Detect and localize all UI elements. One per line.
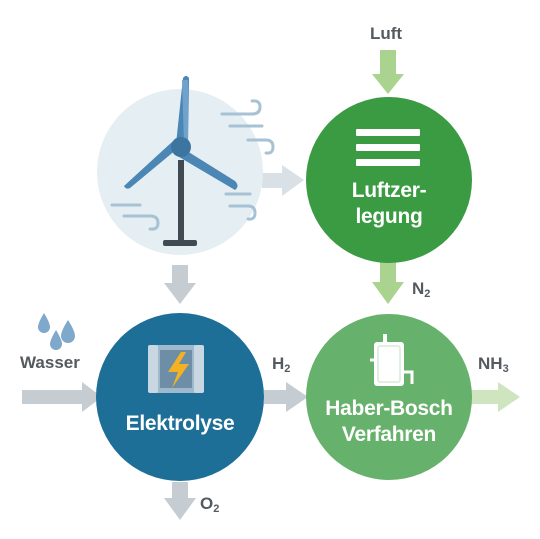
luftzerlegung-title-line1: Luftzer- (351, 179, 427, 202)
nh3-label-sub: 3 (502, 363, 509, 375)
n2-label-base: N (412, 279, 425, 298)
wind-to-luftzerlegung-arrow (262, 165, 304, 196)
air-separation-icon (356, 129, 420, 166)
elektrolyse-node (96, 313, 264, 481)
h2-arrow (264, 382, 308, 412)
reactor-tank-icon (370, 334, 414, 386)
wind-gust-icons (110, 99, 275, 231)
haber-bosch-circle (306, 314, 472, 480)
h2-label-base: H (272, 354, 285, 373)
wind-to-elektrolyse-arrow (164, 265, 196, 304)
haber-bosch-node (306, 314, 472, 480)
n2-label: N2 (412, 279, 430, 300)
haber-bosch-title: Haber-Bosch Verfahren (314, 396, 464, 448)
nh3-label-base: NH (478, 354, 503, 373)
wasser-arrow (22, 382, 102, 412)
nh3-arrow (468, 382, 520, 412)
h2-label-sub: 2 (284, 363, 291, 375)
o2-label-base: O (200, 494, 214, 513)
haber-bosch-title-line2: Verfahren (341, 423, 437, 446)
n2-arrow (372, 262, 404, 304)
luftzerlegung-title: Luftzer- legung (329, 178, 449, 230)
wind-turbine-icon (124, 76, 238, 246)
o2-label-sub: 2 (213, 503, 220, 515)
o2-arrow (164, 482, 196, 520)
electrolysis-cell-icon (148, 345, 204, 393)
luftzerlegung-circle (306, 97, 472, 263)
luftzerlegung-title-line2: legung (355, 205, 423, 228)
elektrolyse-title: Elektrolyse (125, 412, 235, 435)
wasser-label: Wasser (20, 353, 80, 372)
nh3-label: NH3 (478, 354, 509, 375)
haber-bosch-title-line1: Haber-Bosch (325, 397, 453, 420)
wind-turbine-node (97, 76, 275, 255)
luft-label: Luft (370, 24, 403, 43)
water-drops-icon (38, 313, 75, 350)
luft-arrow (372, 50, 404, 94)
h2-label: H2 (272, 354, 290, 375)
o2-label: O2 (200, 494, 219, 515)
n2-label-sub: 2 (424, 288, 431, 300)
luftzerlegung-node (306, 97, 472, 263)
elektrolyse-circle (96, 313, 264, 481)
